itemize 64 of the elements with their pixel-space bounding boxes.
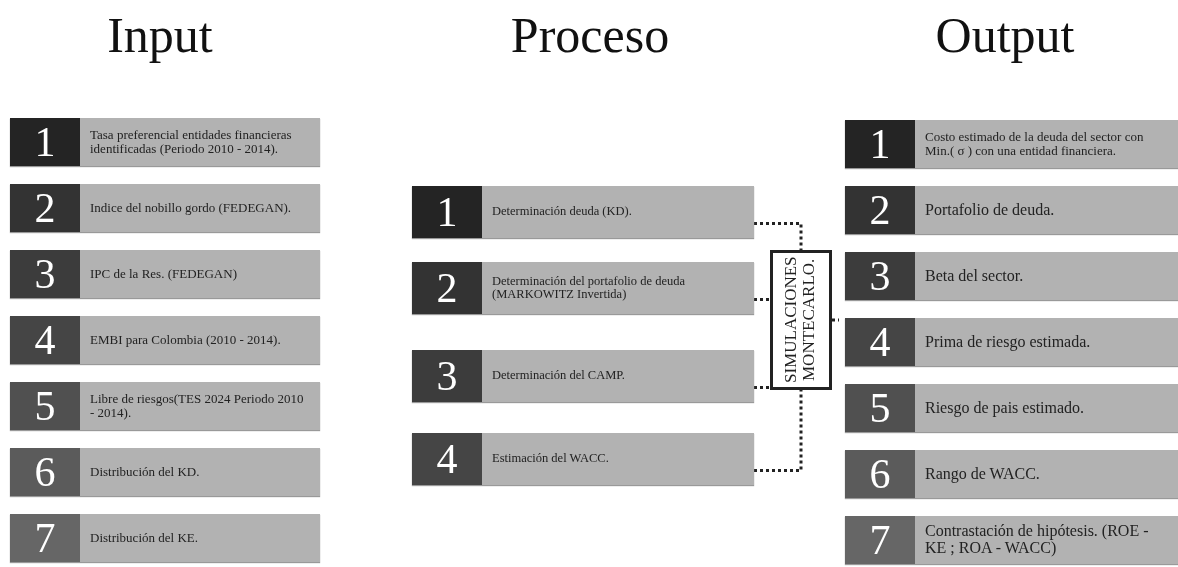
step-box	[412, 433, 754, 485]
step-description: Determinación del portafolio de deuda (MARKOWITZ Invertida)	[491, 272, 686, 303]
step-description: Determinación del CAMP.	[491, 367, 626, 385]
step-number: 7	[10, 514, 80, 562]
step-box	[412, 262, 754, 314]
step-number: 5	[845, 384, 915, 432]
step-description: Beta del sector.	[924, 265, 1025, 286]
step-box	[10, 118, 320, 166]
dotted-connector	[754, 221, 803, 250]
step-box	[845, 120, 1178, 168]
step-number: 1	[10, 118, 80, 166]
step-number: 2	[10, 184, 80, 232]
step-number: 1	[845, 120, 915, 168]
step-number: 4	[845, 318, 915, 366]
step-box	[10, 448, 320, 496]
step-description: Estimación del WACC.	[491, 450, 610, 468]
step-box	[845, 516, 1178, 564]
step-box	[10, 250, 320, 298]
step-description: Contrastación de hipótesis. (ROE - KE ; ROA - WACC)	[924, 521, 1150, 559]
step-number: 5	[10, 382, 80, 430]
step-description: Rango de WACC.	[924, 463, 1041, 485]
step-number: 3	[845, 252, 915, 300]
step-description: Distribución del KE.	[89, 529, 199, 548]
step-description: EMBI para Colombia (2010 - 2014).	[89, 331, 282, 350]
simulation-label: SIMULACIONES MONTECARLO.	[782, 255, 820, 386]
step-description: Tasa preferencial entidades financieras identificadas (Periodo 2010 - 2014).	[89, 126, 293, 158]
step-description: Prima de riesgo estimada.	[924, 331, 1092, 353]
step-number: 3	[412, 350, 482, 402]
step-number: 3	[10, 250, 80, 298]
step-description: Costo estimado de la deuda del sector con Min.( σ ) con una entidad financiera.	[924, 128, 1145, 160]
step-number: 2	[412, 262, 482, 314]
step-box	[10, 316, 320, 364]
step-number: 6	[10, 448, 80, 496]
step-number: 2	[845, 186, 915, 234]
step-description: IPC de la Res. (FEDEGAN)	[89, 265, 238, 284]
step-description: Indice del nobillo gordo (FEDEGAN).	[89, 199, 293, 218]
dotted-connector	[754, 297, 770, 301]
step-description: Portafolio de deuda.	[924, 199, 1056, 220]
step-box	[845, 384, 1178, 432]
step-box	[845, 186, 1178, 234]
step-description: Libre de riesgos(TES 2024 Periodo 2010 - 2014).	[89, 390, 305, 422]
step-description: Distribución del KD.	[89, 463, 201, 482]
dotted-connector	[832, 318, 839, 322]
step-number: 4	[412, 433, 482, 485]
step-box	[845, 252, 1178, 300]
column-heading: Output	[934, 8, 1076, 63]
step-number: 1	[412, 186, 482, 238]
step-box	[412, 350, 754, 402]
dotted-connector	[754, 390, 803, 472]
simulation-box	[770, 250, 832, 390]
column-heading: Input	[106, 8, 214, 63]
dotted-connector	[754, 385, 770, 389]
step-box	[845, 450, 1178, 498]
step-box	[412, 186, 754, 238]
step-box	[10, 382, 320, 430]
step-number: 4	[10, 316, 80, 364]
step-box	[845, 318, 1178, 366]
step-description: Riesgo de pais estimado.	[924, 397, 1086, 419]
step-description: Determinación deuda (KD).	[491, 203, 633, 221]
step-box	[10, 184, 320, 232]
step-number: 7	[845, 516, 915, 564]
step-number: 6	[845, 450, 915, 498]
column-heading: Proceso	[509, 8, 671, 63]
step-box	[10, 514, 320, 562]
